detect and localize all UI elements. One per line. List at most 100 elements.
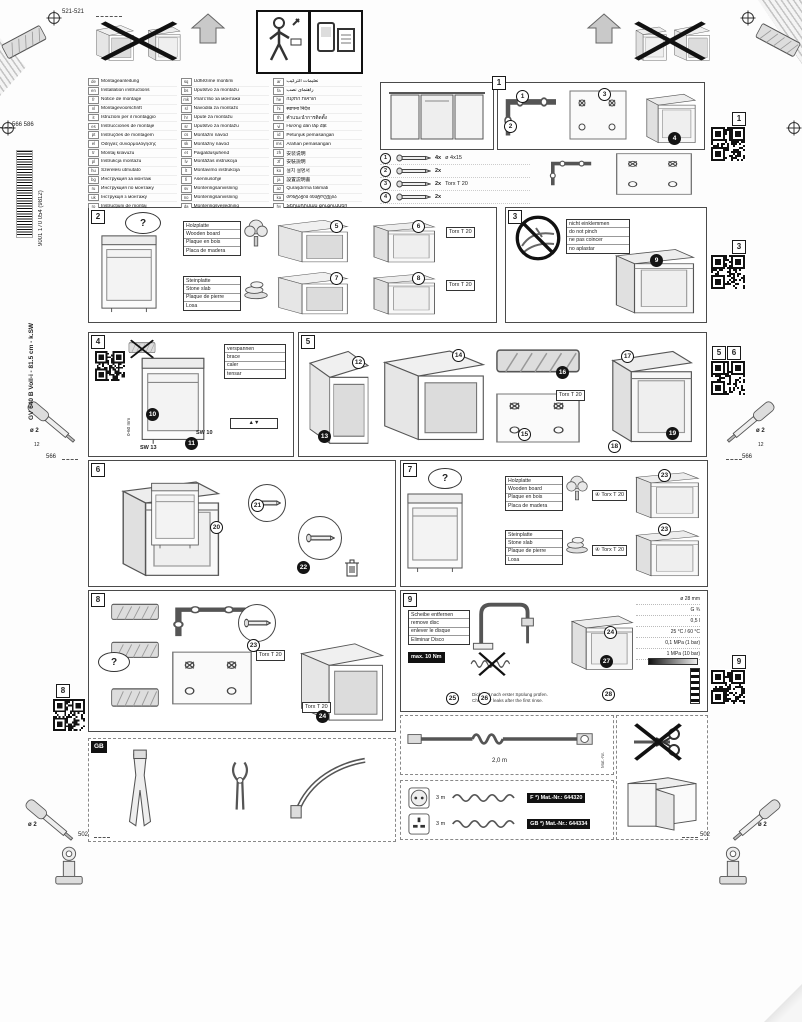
x-mark-icon (128, 338, 156, 360)
forbidden-cut-group (626, 720, 690, 764)
language-code: ru (88, 184, 99, 193)
registration-mark (786, 120, 802, 136)
step-marker-23: 23 (658, 523, 671, 536)
language-name: მონტაჟის ინსტრუქცია (286, 195, 337, 201)
panel1-number: 1 (492, 76, 506, 90)
material-line: Placa de madera (508, 502, 548, 509)
cable-icon (451, 790, 521, 806)
step-marker-1: 1 (516, 90, 529, 103)
spec-row: 0,1 MPa (1 bar) (636, 638, 700, 649)
detail-circle (298, 516, 342, 560)
barcode (16, 150, 33, 238)
stone-stack-icon (565, 536, 589, 554)
board-icon (128, 340, 156, 358)
language-code: it (88, 113, 99, 122)
forbidden-hose-group (470, 650, 514, 678)
stand-foot-icon (716, 844, 750, 890)
step-marker-12: 12 (352, 356, 365, 369)
screw-icon (395, 193, 431, 201)
step-marker-13: 13 (318, 430, 331, 443)
footnote-line: Dichtheit nach erster Spülung prüfen. (472, 692, 548, 697)
language-code: sk (180, 140, 192, 149)
language-name: Montavimo instrukcija (193, 168, 240, 174)
language-name: Οδηγίες συναρμολόγησης (101, 141, 157, 147)
step-marker-20: 20 (210, 521, 223, 534)
language-name: Notice de montage (101, 97, 142, 103)
language-name: Monteringsanvisning (193, 195, 238, 201)
spec-row: G ¾ (636, 605, 700, 616)
qr-code-5-6 (710, 360, 746, 396)
screwdriver-tool-icon (716, 386, 786, 458)
dimension-502: 502 (700, 832, 711, 838)
language-name: Hướng dẫn lắp đặt (286, 123, 327, 129)
detail-circle (238, 604, 276, 642)
material-line: Steinplatte (184, 277, 240, 286)
language-code: ar (273, 78, 285, 86)
language-name: Инструкция по монтажу (101, 186, 154, 192)
material-line: Plaque de pierre (184, 294, 240, 303)
screwdriver-tool-icon (14, 784, 84, 856)
height-range-label: 0-60 mm (126, 417, 131, 436)
dimension-502: 502 (78, 832, 89, 838)
language-code: et (180, 149, 192, 157)
language-code: uk (88, 193, 99, 202)
note-line: tensar (227, 370, 242, 377)
tool-diameter-label: ø 2 (756, 428, 765, 434)
part-spec: ø 4x15 (445, 155, 462, 161)
power-row-f: 3 m F *) Mat.-Nr.: 644320 (408, 787, 586, 809)
language-name: راهنمای نصب (286, 88, 314, 94)
qr-code-1 (710, 126, 746, 162)
language-code: bs (180, 86, 192, 95)
panel7-number: 7 (403, 463, 417, 477)
language-code: hr (180, 113, 192, 122)
niche-sketch (378, 342, 490, 444)
qr-code-4 (94, 350, 126, 382)
qr9-number: 9 (732, 655, 746, 669)
qr-code-8 (52, 698, 86, 732)
language-code: ro (88, 202, 99, 208)
digital-manual-box (309, 10, 363, 74)
material-line: Plaque en bois (506, 494, 562, 503)
language-code: zf (273, 158, 285, 166)
hose-material-number: Mat.-Nr. (600, 751, 605, 768)
panel4-number: 4 (91, 335, 105, 349)
x-mark-icon (476, 650, 508, 678)
language-code: hy (273, 202, 285, 208)
language-code: sv (180, 184, 192, 193)
part-number: 2 (380, 165, 391, 177)
country-flag-code: GB (530, 821, 539, 827)
language-name: 安裝說明 (286, 160, 306, 166)
note-line: enlever le disque (409, 628, 469, 637)
language-code: fa (273, 86, 285, 95)
installer-person-icon (261, 15, 305, 69)
question-bubble: ? (98, 652, 130, 672)
step-marker-28: 28 (602, 688, 615, 701)
panel6-number: 6 (91, 463, 105, 477)
part-number: 3 (380, 178, 391, 190)
language-code: id (273, 131, 285, 140)
step-marker-16: 16 (556, 366, 569, 379)
step-marker-25: 25 (446, 692, 459, 705)
part-quantity: 4x (435, 155, 442, 161)
question-bubble: ? (428, 468, 462, 489)
x-mark-icon (94, 18, 184, 64)
trash-icon (344, 558, 360, 578)
spec-row: 0,5 l (636, 616, 700, 627)
torx-label: Torx T 20 (256, 650, 285, 661)
step-marker-4: 4 (668, 132, 681, 145)
step-marker-15: 15 (518, 428, 531, 441)
